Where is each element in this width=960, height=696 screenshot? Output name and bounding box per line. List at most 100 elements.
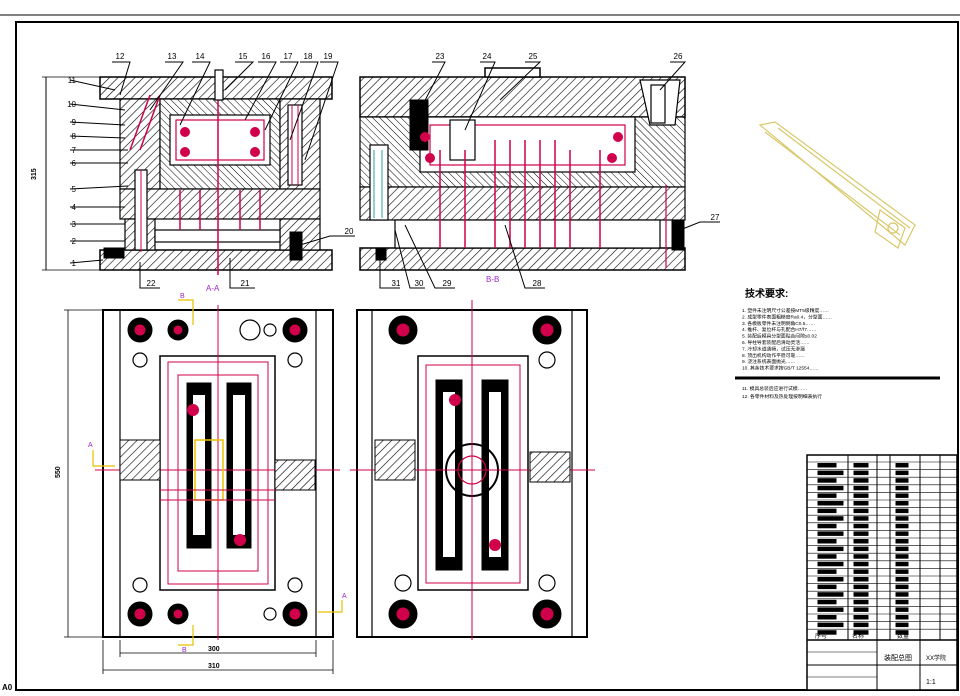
- tech-req-line: 2. 成型零件表面粗糙度Ra0.4，分型面……: [742, 313, 832, 320]
- part-isometric-sketch: [758, 121, 916, 249]
- bom-header-no: 序号: [815, 632, 827, 640]
- bom-cell-text-block: [817, 539, 837, 544]
- bom-cell-text-block: [895, 546, 909, 552]
- part-number-3: 3: [72, 220, 77, 229]
- bom-cell-text-block: [895, 607, 909, 612]
- part-number-27: 27: [711, 213, 720, 222]
- bom-cell-text-block: [895, 561, 909, 567]
- tech-req-line: 5. 装配后模具分型面贴合间隙≤0.02: [742, 333, 817, 340]
- bom-cell-text-block: [895, 630, 909, 635]
- bom-cell-text-block: [895, 584, 909, 590]
- bom-cell-text-block: [817, 546, 844, 552]
- part-number-20: 20: [345, 227, 354, 236]
- title-block-company: XX学院: [926, 654, 946, 662]
- bom-cell-text-block: [853, 463, 869, 468]
- bom-cell-text-block: [853, 516, 869, 521]
- title-block: [806, 454, 958, 691]
- bom-cell-text-block: [817, 523, 837, 529]
- tech-req-lines: 1. 塑件未注明尺寸公差按MT5级精度……2. 成型零件表面粗糙度Ra0.4，分…: [742, 307, 832, 372]
- part-number-1: 1: [72, 259, 77, 268]
- tech-req-line: 6. 导柱导套装配后滑动灵活……: [742, 339, 810, 346]
- bom-cell-text-block: [895, 523, 909, 529]
- part-number-23: 23: [436, 52, 445, 61]
- tech-req-line: 7. 冷却水道通畅，试压无渗漏: [742, 345, 805, 352]
- tech-req-line: 3. 各模板零件未注明倒角C0.5……: [742, 320, 815, 327]
- bom-cell-text-block: [817, 470, 844, 476]
- part-number-24: 24: [483, 52, 492, 61]
- bom-cell-text-block: [817, 615, 837, 620]
- sheet-size-mark: A0: [2, 683, 13, 692]
- part-number-28: 28: [533, 279, 542, 288]
- bom-cell-text-block: [853, 478, 869, 483]
- part-number-25: 25: [529, 52, 538, 61]
- part-number-15: 15: [239, 52, 248, 61]
- bom-cell-text-block: [895, 516, 909, 521]
- tech-req-line: 8. 顶出机构动作平稳可靠……: [742, 352, 805, 359]
- bom-cell-text-block: [853, 508, 869, 514]
- bom-cell-text-block: [895, 478, 909, 483]
- title-block-drawing-name: 装配总图: [884, 653, 912, 662]
- bom-cell-text-block: [817, 493, 837, 498]
- bom-cell-text-block: [895, 622, 909, 628]
- cut-mark-a-right: A: [342, 593, 347, 600]
- bom-cell-text-block: [853, 622, 869, 628]
- part-number-10: 10: [67, 100, 76, 109]
- cut-mark-b-top: B: [180, 293, 185, 300]
- part-number-9: 9: [72, 118, 77, 127]
- bom-cell-text-block: [817, 463, 837, 468]
- tech-req-line: 4. 推杆、复位杆与孔配合H7/f7……: [742, 326, 817, 333]
- section-label-bb: B-B: [486, 275, 499, 284]
- bom-cell-text-block: [817, 569, 837, 574]
- bom-cell-text-block: [895, 539, 909, 544]
- bom-cell-text-block: [817, 577, 844, 582]
- leaders-left: [69, 79, 129, 264]
- part-number-11: 11: [68, 76, 77, 85]
- part-number-22: 22: [147, 279, 156, 288]
- bom-cell-text-block: [817, 607, 844, 612]
- bom-cell-text-block: [853, 577, 869, 582]
- bom-cell-text-block: [853, 615, 869, 620]
- part-number-30: 30: [415, 279, 424, 288]
- part-number-18: 18: [304, 52, 313, 61]
- tech-req-line: 9. 浇注系统表面抛光……: [742, 358, 796, 365]
- bom-cell-text-block: [817, 516, 844, 521]
- bom-cell-text-block: [853, 607, 869, 612]
- dim-height-side-value: 315: [31, 168, 38, 180]
- sheet-frame: [0, 14, 960, 691]
- dim-plan: [64, 309, 334, 674]
- part-number-21: 21: [241, 279, 250, 288]
- part-number-7: 7: [72, 146, 77, 155]
- bom-cell-text-block: [895, 615, 909, 620]
- bom-cell-text-block: [817, 630, 837, 635]
- bom-cell-text-block: [817, 478, 837, 483]
- bom-cell-text-block: [895, 592, 909, 597]
- bom-cell-text-block: [895, 493, 909, 498]
- bom-cell-text-block: [895, 569, 909, 574]
- bom-cell-text-block: [853, 485, 869, 491]
- bom-cell-text-block: [853, 554, 869, 559]
- bom-cell-text-block: [895, 470, 909, 476]
- part-number-29: 29: [443, 279, 452, 288]
- bom-cell-text-block: [853, 523, 869, 529]
- leaders-bottom-left: [139, 235, 355, 289]
- part-number-19: 19: [324, 52, 333, 61]
- bom-cell-text-block: [817, 501, 844, 506]
- balloons-bottom-left: 22 21 20: [147, 227, 354, 288]
- part-number-5: 5: [72, 185, 77, 194]
- bom-cell-text-block: [853, 584, 869, 590]
- bom-cell-text-block: [895, 508, 909, 514]
- title-block-scale: 1:1: [926, 679, 936, 686]
- bom-cell-text-block: [817, 485, 844, 491]
- bom-cell-text-block: [817, 622, 844, 628]
- part-number-2: 2: [72, 237, 77, 246]
- bom-cell-text-block: [853, 493, 869, 498]
- part-number-12: 12: [116, 52, 125, 61]
- bom-cell-text-block: [853, 470, 869, 476]
- section-b-b-view: [359, 67, 686, 271]
- technical-requirements: 技术要求: 1. 塑件未注明尺寸公差按MT5级精度……2. 成型零件表面粗糙度R…: [735, 287, 940, 400]
- part-number-17: 17: [284, 52, 293, 61]
- bom-cell-text-block: [895, 463, 909, 468]
